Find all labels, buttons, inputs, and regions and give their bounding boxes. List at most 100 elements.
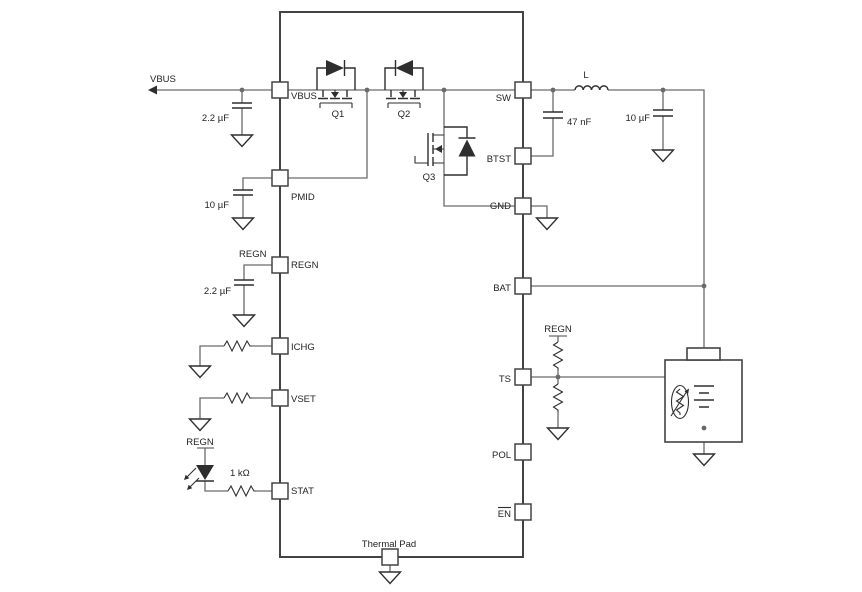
ground-symbols-part	[691, 453, 717, 467]
wires-part	[549, 335, 567, 428]
battery-pack	[664, 347, 743, 443]
net-label-regn-cap: REGN	[239, 249, 267, 260]
thermistor-part	[670, 384, 690, 420]
resistor-ichg	[223, 339, 252, 353]
pin-label-ts: TS	[499, 374, 511, 385]
thermistor	[670, 384, 690, 420]
ground-symbols-part	[230, 217, 256, 231]
pin-en	[514, 503, 532, 521]
led-stat-part	[187, 484, 193, 490]
resistor-vset	[223, 391, 252, 405]
mosfet-q1-part	[331, 92, 339, 98]
mosfet-q2-part	[390, 90, 416, 97]
pin-stat	[271, 482, 289, 500]
led-stat-part	[188, 477, 200, 489]
capacitor-c-pmid	[233, 189, 253, 196]
junction-dots-part	[550, 87, 556, 93]
mosfet-q3-part	[435, 145, 442, 153]
led-stat-part	[196, 465, 214, 480]
pin-label-stat: STAT	[291, 486, 314, 497]
mosfet-q2-part	[387, 102, 421, 108]
inductor-coil	[574, 85, 609, 91]
thermistor-part	[670, 390, 688, 417]
capacitor-c-pmid-part	[233, 189, 253, 196]
resistor-ts-upper	[552, 341, 564, 370]
pin-label-bat: BAT	[493, 283, 511, 294]
pin-ichg	[271, 337, 289, 355]
ground-symbols-part	[187, 418, 213, 432]
ground-symbols-part	[231, 314, 257, 328]
capacitor-c-regn	[234, 279, 254, 286]
wires-part	[197, 447, 272, 492]
pin-pol	[514, 443, 532, 461]
pin-label-vbus: VBUS	[291, 91, 317, 102]
resistor-vset-part	[223, 391, 252, 405]
pin-label-ichg: ICHG	[291, 342, 315, 353]
pin-label-gnd: GND	[490, 201, 511, 212]
pin-label-vset: VSET	[291, 394, 316, 405]
pin-label-thermal-pad: Thermal Pad	[362, 539, 416, 550]
mosfet-q2-part	[399, 92, 407, 98]
pin-label-en: EN	[498, 509, 511, 520]
ground-symbols-part	[187, 365, 213, 379]
wires-part	[288, 90, 368, 179]
value-label-c-btst: 47 nF	[567, 117, 591, 128]
pin-label-regn: REGN	[291, 260, 319, 271]
thermistor-part	[675, 388, 685, 415]
mosfet-q3	[414, 126, 476, 176]
junction-dots-part	[701, 283, 707, 289]
resistor-stat-1k-part	[227, 484, 256, 498]
pin-pmid	[271, 169, 289, 187]
pin-btst	[514, 147, 532, 165]
ground-symbols-part	[229, 134, 255, 148]
resistor-stat-1k	[227, 484, 256, 498]
resistor-ts-lower-part	[552, 383, 564, 412]
wires-part	[199, 345, 272, 366]
value-label-c-pmid: 10 µF	[205, 200, 230, 211]
mosfet-q3-part	[444, 126, 468, 176]
vbus-input-arrow-part	[148, 85, 157, 95]
thermistor-part	[684, 388, 689, 394]
led-stat	[184, 465, 214, 490]
pin-vset	[271, 389, 289, 407]
pin-gnd	[514, 197, 532, 215]
mosfet-q2-part	[384, 67, 424, 90]
ground-symbols-part	[650, 149, 676, 163]
junction-dots	[239, 87, 707, 431]
wires-part	[243, 264, 272, 315]
wires-part	[443, 90, 515, 207]
resistor-ichg-part	[223, 339, 252, 353]
mosfet-q1	[316, 60, 356, 108]
battery-cell	[694, 385, 714, 408]
vbus-input-arrow	[148, 85, 157, 95]
ref-label-q3: Q3	[423, 172, 436, 183]
ref-label-q1: Q1	[332, 109, 345, 120]
wires-part	[531, 90, 554, 157]
led-stat-part	[185, 467, 197, 479]
value-label-c-vbus: 2.2 µF	[202, 113, 229, 124]
junction-dots-part	[239, 87, 245, 93]
pin-thermal-pad	[381, 548, 399, 566]
capacitor-c-vbus-part	[232, 102, 252, 109]
mosfet-q1-part	[326, 60, 344, 76]
wires-part	[531, 205, 548, 218]
ground-symbols	[187, 134, 717, 585]
wires-part	[608, 89, 705, 348]
mosfet-q2	[384, 60, 424, 108]
wires-part	[531, 376, 681, 386]
labels: VBUS VBUS PMID REGN ICHG VSET STAT SW BT…	[150, 70, 650, 550]
mosfet-q2-part	[395, 60, 413, 76]
capacitor-c-out-part	[653, 109, 673, 117]
junction-dots-part	[441, 87, 447, 93]
capacitor-c-btst	[543, 111, 563, 119]
ref-label-q2: Q2	[398, 109, 411, 120]
wires	[156, 89, 705, 572]
mosfet-q1-part	[322, 90, 348, 97]
mosfet-q1-part	[316, 67, 356, 90]
inductor-coil-part	[574, 85, 609, 91]
battery-pack-part	[686, 347, 721, 361]
net-label-regn-ts: REGN	[544, 324, 572, 335]
pin-label-sw: SW	[496, 93, 511, 104]
